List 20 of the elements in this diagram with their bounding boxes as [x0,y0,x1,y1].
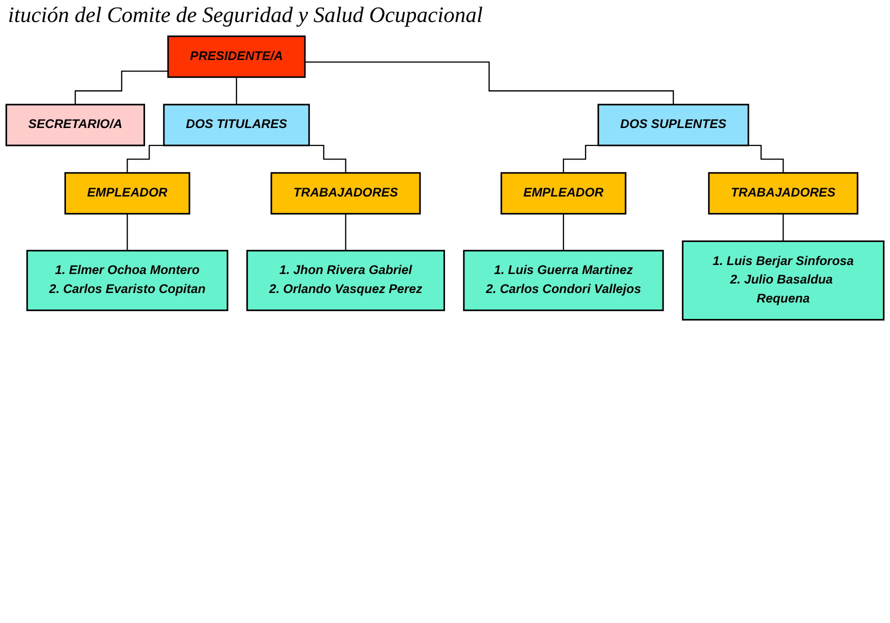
node-box: EMPLEADOR [64,172,190,215]
node-box: 1. Jhon Rivera Gabriel 2. Orlando Vasquez Perez [246,250,446,312]
connector [236,76,238,106]
connector [782,213,784,242]
node-box: 1. Luis Berjar Sinforosa 2. Julio Basaldua Requena [682,240,884,321]
node-box: TRABAJADORES [708,172,858,215]
connector [562,213,564,252]
connector [304,61,674,106]
connector [345,213,346,252]
node-box: DOS SUPLENTES [598,104,750,146]
node-box: 1. Luis Guerra Martinez 2. Carlos Condori Vallejos [463,250,664,312]
diagram-title: itución del Comite de Seguridad y Salud Ocupacional [8,2,483,28]
node-box: DOS TITULARES [163,104,310,146]
node-box: PRESIDENTE/A [167,36,306,78]
node-box: EMPLEADOR [500,172,626,215]
node-box: 1. Elmer Ochoa Montero 2. Carlos Evaristo Copitan [26,250,228,312]
node-box: SECRETARIO/A [6,104,146,146]
connector [126,213,128,252]
connector [74,70,168,106]
node-box: TRABAJADORES [270,172,421,215]
